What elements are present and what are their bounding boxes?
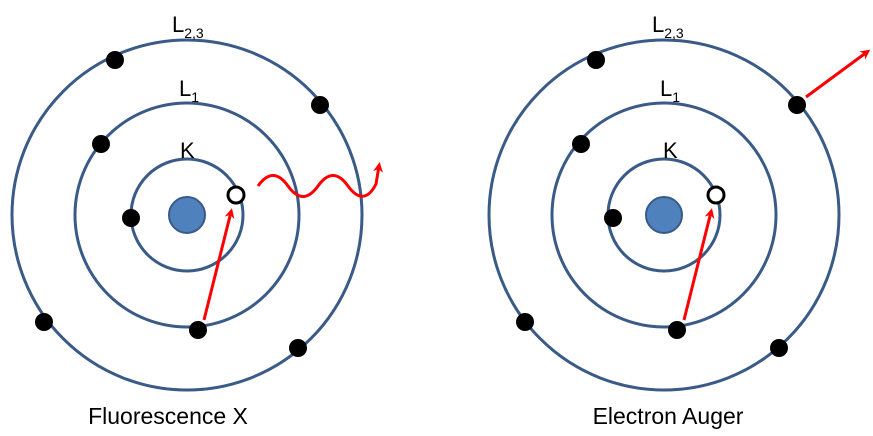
- electron: [289, 339, 307, 357]
- label-l1: L1: [660, 76, 680, 105]
- label-l23: L2,3: [652, 12, 684, 41]
- panel-fluorescence: L2,3 L1 K Fluorescence X: [12, 12, 379, 429]
- nucleus: [169, 197, 205, 233]
- electron-vacancy: [228, 187, 244, 203]
- electron: [189, 321, 207, 339]
- electron: [92, 135, 110, 153]
- electron-ejected-origin: [788, 96, 806, 114]
- electron: [770, 339, 788, 357]
- electron: [122, 209, 140, 227]
- label-k: K: [663, 138, 678, 163]
- electron: [311, 96, 329, 114]
- electron: [106, 51, 124, 69]
- auger-electron-arrow: [806, 52, 867, 97]
- nucleus: [646, 197, 682, 233]
- panel-auger: L2,3 L1 K Electron Auger: [489, 12, 867, 429]
- caption-fluorescence: Fluorescence X: [88, 403, 248, 429]
- electron: [668, 321, 686, 339]
- electron: [35, 313, 53, 331]
- electron: [587, 51, 605, 69]
- label-l1: L1: [179, 76, 199, 105]
- label-l23: L2,3: [172, 12, 204, 41]
- electron: [572, 135, 590, 153]
- electron: [604, 209, 622, 227]
- electron: [516, 313, 534, 331]
- caption-auger: Electron Auger: [593, 403, 744, 429]
- electron-vacancy: [708, 187, 724, 203]
- label-k: K: [180, 138, 195, 163]
